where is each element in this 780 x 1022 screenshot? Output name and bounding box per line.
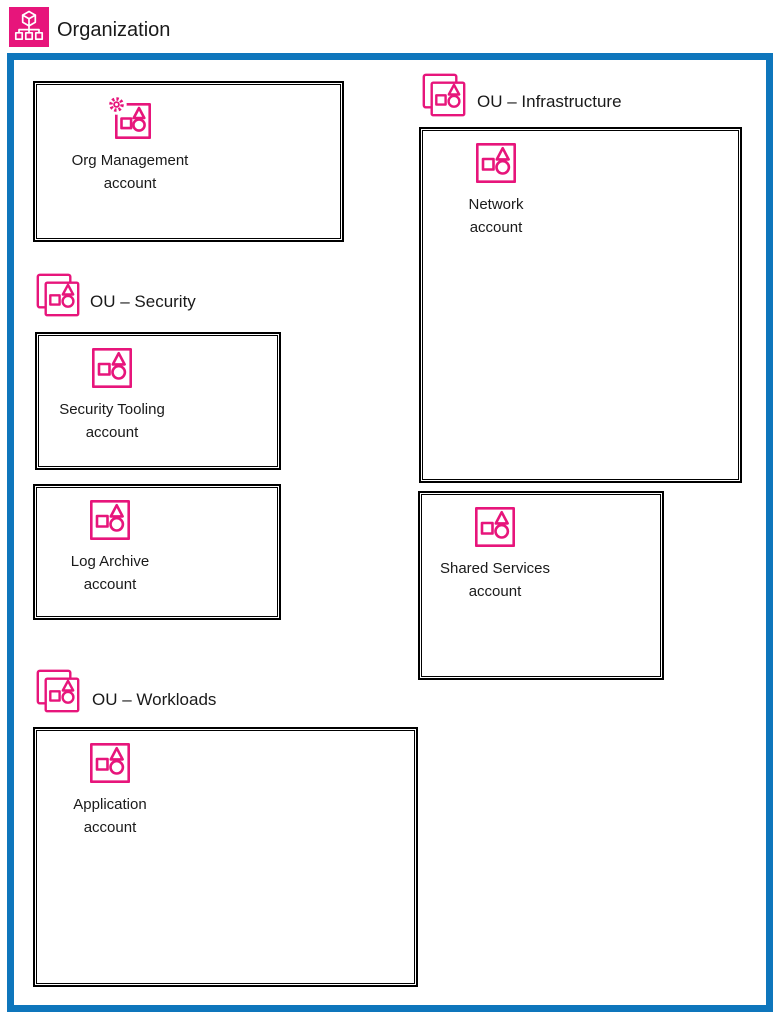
account-label: Shared Services account — [440, 557, 550, 603]
account-label-line1: Security Tooling — [59, 401, 165, 418]
account-box-content: Log Archive account — [35, 486, 185, 596]
account-label-line1: Log Archive — [70, 553, 150, 570]
account-icon — [473, 505, 517, 549]
account-label-line1: Shared Services — [439, 560, 551, 577]
account-label: Application account — [73, 793, 146, 839]
account-box-content: Security Tooling account — [37, 334, 187, 444]
account-icon — [88, 741, 132, 785]
account-label-line1: Application — [73, 796, 147, 813]
account-box-org-management: Org Management account — [33, 81, 344, 242]
ou-infrastructure-label: OU – Infrastructure — [477, 92, 622, 111]
ou-icon — [35, 272, 81, 318]
ou-icon — [421, 72, 467, 118]
account-label: Log Archive account — [71, 550, 149, 596]
account-label: Security Tooling account — [59, 398, 165, 444]
account-label-line2: account — [103, 175, 157, 192]
account-label-line2: account — [83, 819, 137, 836]
organization-boundary — [7, 53, 773, 1012]
account-label-line2: account — [468, 583, 522, 600]
account-label-line1: Network — [468, 196, 524, 213]
ou-security-label: OU – Security — [90, 292, 196, 311]
account-box-security-tooling: Security Tooling account — [35, 332, 281, 470]
organizations-icon — [9, 7, 49, 47]
ou-icon — [35, 668, 81, 714]
account-label-line2: account — [83, 576, 137, 593]
account-label-line2: account — [85, 424, 139, 441]
account-box-content: Network account — [421, 129, 571, 239]
management-account-icon — [107, 95, 153, 141]
account-icon — [474, 141, 518, 185]
ou-workloads-label: OU – Workloads — [92, 690, 217, 709]
account-label: Network account — [468, 193, 523, 239]
account-icon — [88, 498, 132, 542]
account-box-application: Application account — [33, 727, 418, 987]
account-box-content: Shared Services account — [420, 493, 570, 603]
account-label-line2: account — [469, 219, 523, 236]
account-box-network: Network account — [419, 127, 742, 483]
account-label-line1: Org Management — [71, 152, 189, 169]
account-icon — [90, 346, 134, 390]
account-box-content: Org Management account — [35, 83, 225, 195]
page-title: Organization — [57, 19, 171, 41]
account-label: Org Management account — [72, 149, 189, 195]
account-box-content: Application account — [35, 729, 185, 839]
account-box-shared-services: Shared Services account — [418, 491, 664, 680]
account-box-log-archive: Log Archive account — [33, 484, 281, 620]
